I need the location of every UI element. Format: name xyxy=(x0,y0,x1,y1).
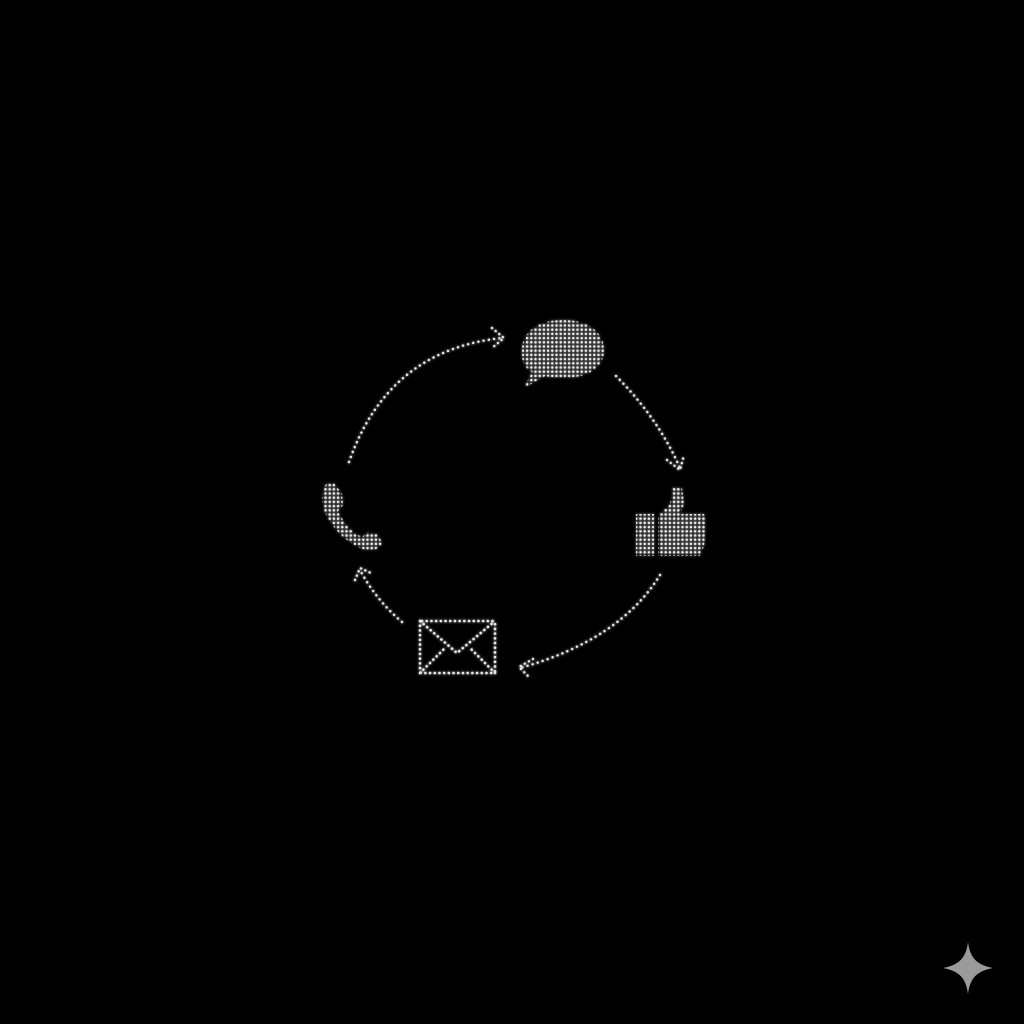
thumbs-up-icon xyxy=(636,488,706,556)
arrow-call-to-chat xyxy=(347,336,504,464)
arrow-chat-to-like xyxy=(614,374,682,470)
sparkle-icon xyxy=(943,942,993,994)
arrowhead-mail xyxy=(517,657,535,680)
arrow-like-to-mail xyxy=(518,573,662,670)
arrowhead-call xyxy=(353,566,375,582)
arrowhead-like xyxy=(665,453,686,473)
phone-icon xyxy=(322,482,382,551)
arrow-mail-to-call xyxy=(358,568,404,624)
arrowhead-chat xyxy=(490,326,506,350)
speech-bubble-icon xyxy=(522,320,604,388)
envelope-icon xyxy=(418,619,497,675)
